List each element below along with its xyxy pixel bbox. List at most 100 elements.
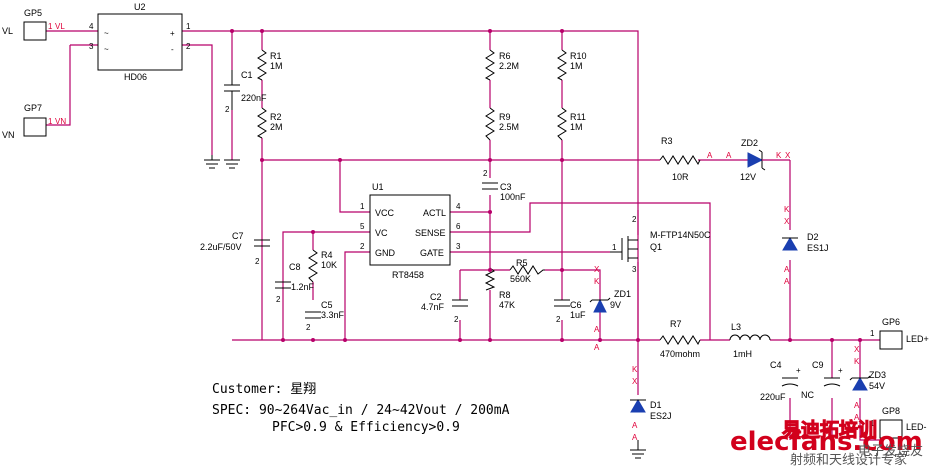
svg-text:R10: R10 bbox=[570, 51, 587, 61]
svg-text:2: 2 bbox=[225, 105, 230, 114]
svg-text:1M: 1M bbox=[570, 122, 583, 132]
u2-part: HD06 bbox=[124, 72, 147, 82]
svg-text:R3: R3 bbox=[661, 136, 673, 146]
svg-text:X: X bbox=[785, 151, 791, 160]
gp5-net: VL bbox=[2, 26, 13, 36]
inductor-l3: L3 1mH bbox=[729, 322, 771, 359]
svg-text:D1: D1 bbox=[650, 400, 662, 410]
svg-text:3.3nF: 3.3nF bbox=[321, 310, 345, 320]
svg-text:C4: C4 bbox=[770, 360, 782, 370]
svg-text:47K: 47K bbox=[499, 300, 515, 310]
svg-text:4.7nF: 4.7nF bbox=[421, 302, 445, 312]
svg-text:220nF: 220nF bbox=[241, 93, 267, 103]
svg-text:X: X bbox=[632, 377, 638, 386]
svg-text:M-FTP14N50C: M-FTP14N50C bbox=[650, 230, 711, 240]
svg-text:2: 2 bbox=[255, 257, 260, 266]
svg-text:2.2M: 2.2M bbox=[499, 61, 519, 71]
diode-d2-symbol bbox=[782, 237, 798, 251]
capacitor-labels: C1 220nF C3 100nF C7 2.2uF/50V C8 1.2nF … bbox=[200, 70, 843, 402]
svg-text:A: A bbox=[632, 421, 638, 430]
svg-text:54V: 54V bbox=[869, 381, 885, 391]
watermark-slogan: 射频和天线设计专家 bbox=[790, 452, 907, 467]
svg-text:ACTL: ACTL bbox=[423, 208, 446, 218]
svg-text:6: 6 bbox=[456, 222, 461, 231]
svg-text:C5: C5 bbox=[321, 300, 333, 310]
gp5-pin: 1 bbox=[48, 22, 53, 31]
resistor-r11-symbol bbox=[557, 107, 567, 141]
gp6-net: LED+ bbox=[906, 334, 929, 344]
svg-text:ES1J: ES1J bbox=[807, 243, 829, 253]
svg-text:5: 5 bbox=[360, 222, 365, 231]
gp7-pin: 1 bbox=[48, 117, 53, 126]
gp7-net-tag: VN bbox=[55, 117, 66, 126]
svg-text:1: 1 bbox=[360, 202, 365, 211]
diode-labels: ZD2 12V D2 ES1J ZD1 9V D1 ES2J ZD3 54V A… bbox=[594, 138, 886, 442]
svg-text:10R: 10R bbox=[672, 172, 689, 182]
svg-text:C7: C7 bbox=[232, 231, 244, 241]
customer-note: Customer: 星翔 bbox=[212, 382, 316, 397]
svg-text:2.2uF/50V: 2.2uF/50V bbox=[200, 242, 242, 252]
svg-text:~: ~ bbox=[104, 45, 109, 54]
svg-text:220uF: 220uF bbox=[760, 392, 786, 402]
capacitors bbox=[224, 70, 841, 387]
svg-text:R9: R9 bbox=[499, 112, 511, 122]
resistor-r9-symbol bbox=[485, 107, 495, 141]
capacitor-c6-symbol bbox=[554, 299, 570, 307]
svg-text:VCC: VCC bbox=[375, 208, 395, 218]
bridge-rectifier-u2: U2 HD06 4 3 1 2 ~ ~ + - bbox=[89, 2, 191, 82]
connector-gp6: GP6 LED+ 1 bbox=[870, 317, 929, 350]
svg-text:VC: VC bbox=[375, 228, 388, 238]
svg-text:C6: C6 bbox=[570, 300, 582, 310]
u1-ref: U1 bbox=[372, 182, 384, 192]
svg-text:ZD3: ZD3 bbox=[869, 370, 886, 380]
resistor-r5-symbol bbox=[509, 265, 545, 275]
zener-zd2-symbol bbox=[747, 152, 764, 168]
zener-zd3-symbol bbox=[852, 377, 868, 391]
svg-text:2: 2 bbox=[556, 315, 561, 324]
svg-text:12V: 12V bbox=[740, 172, 756, 182]
svg-text:R5: R5 bbox=[516, 258, 528, 268]
svg-text:1M: 1M bbox=[270, 61, 283, 71]
resistor-r10-symbol bbox=[556, 49, 567, 81]
spec-notes: Customer: 星翔 SPEC: 90~264Vac_in / 24~42V… bbox=[212, 382, 510, 435]
zener-zd1-symbol bbox=[593, 298, 607, 313]
capacitor-c1-symbol bbox=[224, 70, 240, 110]
svg-text:ZD2: ZD2 bbox=[741, 138, 758, 148]
capacitor-c2-symbol bbox=[452, 299, 468, 307]
u1-part: RT8458 bbox=[392, 270, 424, 280]
connector-gp5: GP5 VL 1 VL bbox=[2, 8, 65, 41]
resistor-labels: R1 1M R2 2M R6 2.2M R9 2.5M R10 1M R11 1… bbox=[270, 51, 700, 359]
svg-text:X: X bbox=[594, 265, 600, 274]
svg-text:C9: C9 bbox=[812, 360, 824, 370]
svg-text:1uF: 1uF bbox=[570, 310, 586, 320]
svg-text:2.5M: 2.5M bbox=[499, 122, 519, 132]
svg-text:R11: R11 bbox=[570, 112, 586, 122]
resistors bbox=[256, 49, 701, 346]
svg-text:ZD1: ZD1 bbox=[614, 289, 631, 299]
svg-text:2: 2 bbox=[483, 169, 488, 178]
svg-text:C1: C1 bbox=[241, 70, 253, 80]
svg-text:NC: NC bbox=[801, 390, 814, 400]
svg-text:+: + bbox=[796, 366, 801, 375]
capacitor-c8-symbol bbox=[275, 281, 291, 289]
svg-text:4: 4 bbox=[456, 202, 461, 211]
gp5-ref: GP5 bbox=[24, 8, 42, 18]
u2-ref: U2 bbox=[134, 2, 146, 12]
diode-d1-symbol bbox=[630, 399, 646, 413]
svg-text:A: A bbox=[784, 277, 790, 286]
capacitor-c7-symbol bbox=[254, 239, 270, 247]
svg-text:C2: C2 bbox=[430, 292, 442, 302]
gp8-ref: GP8 bbox=[882, 406, 900, 416]
svg-text:A: A bbox=[854, 413, 860, 422]
svg-text:K: K bbox=[632, 365, 638, 374]
capacitor-c5-symbol bbox=[305, 311, 321, 319]
resistor-r2-symbol bbox=[256, 107, 267, 139]
svg-text:100nF: 100nF bbox=[500, 192, 526, 202]
svg-text:R6: R6 bbox=[499, 51, 511, 61]
svg-text:A: A bbox=[594, 325, 600, 334]
watermark: elecfans.com 电子发烧友 易迪拓培训 射频和天线设计专家 bbox=[730, 418, 923, 467]
connector-gp7: GP7 VN 1 VN bbox=[2, 103, 66, 140]
gp6-pin: 1 bbox=[870, 329, 875, 338]
svg-text:3: 3 bbox=[456, 242, 461, 251]
svg-text:K: K bbox=[784, 205, 790, 214]
